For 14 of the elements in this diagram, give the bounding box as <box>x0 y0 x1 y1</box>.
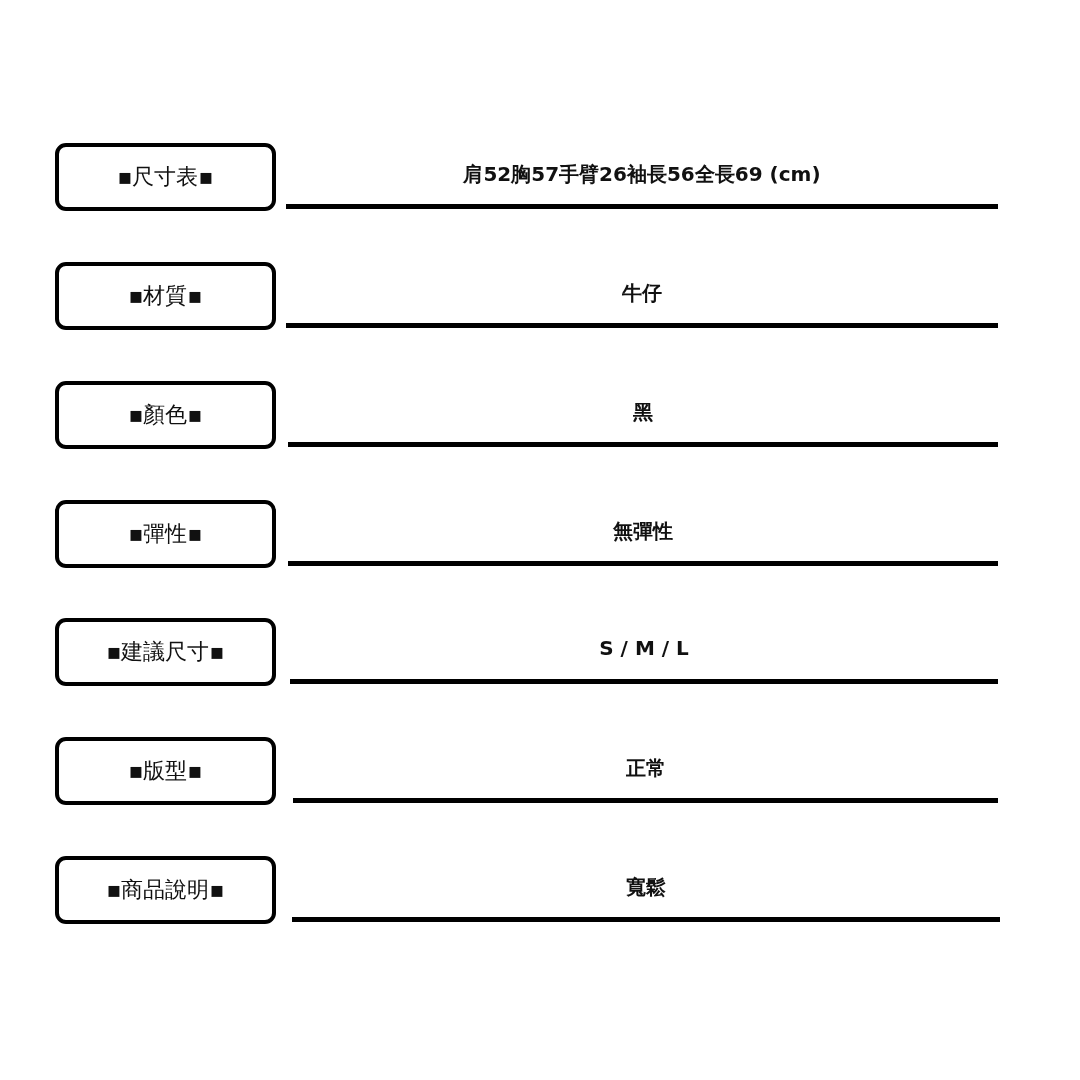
field-value: 正常 <box>625 755 666 782</box>
field-value: 黑 <box>633 399 653 426</box>
label-box: ▪建議尺寸▪ <box>55 618 276 686</box>
label-box: ▪版型▪ <box>55 737 276 805</box>
label-box: ▪材質▪ <box>55 262 276 330</box>
field-value: 寬鬆 <box>626 874 666 901</box>
field-value: 無彈性 <box>613 518 673 545</box>
field-value: 牛仔 <box>622 280 662 307</box>
field-value: 肩52胸57手臂26袖長56全長69 (cm) <box>463 161 821 188</box>
label-box: ▪商品說明▪ <box>55 856 276 924</box>
label-box: ▪尺寸表▪ <box>55 143 276 211</box>
field-value: S / M / L <box>599 636 689 660</box>
label-box: ▪顏色▪ <box>55 381 276 449</box>
label-box: ▪彈性▪ <box>55 500 276 568</box>
